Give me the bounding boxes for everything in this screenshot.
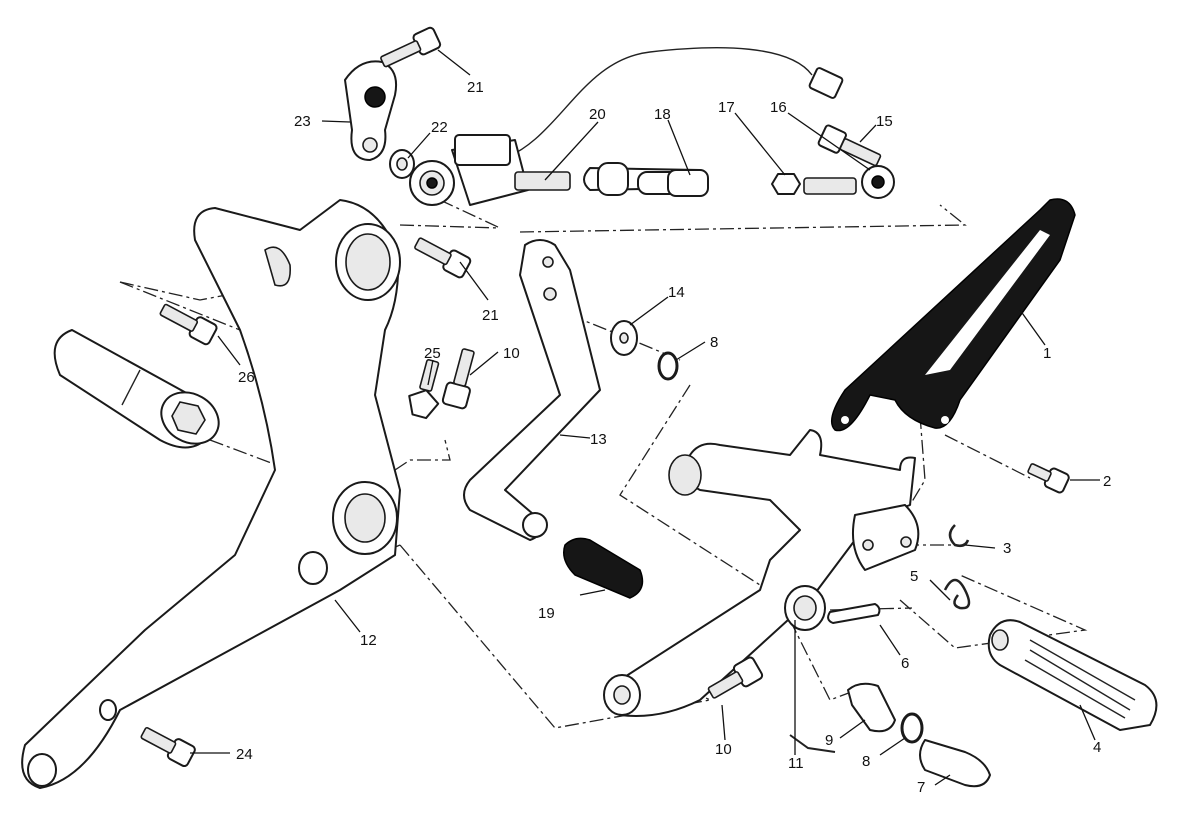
callout-16: 16 xyxy=(770,99,787,116)
lever-washer-clip xyxy=(610,320,679,381)
callout-23: 23 xyxy=(294,113,311,130)
footpeg-bracket-part xyxy=(603,429,920,717)
callout-7: 7 xyxy=(917,779,925,796)
callout-10-bottom: 10 xyxy=(715,741,732,758)
callout-13: 13 xyxy=(590,431,607,448)
footpeg-part xyxy=(987,619,1158,731)
callout-12: 12 xyxy=(360,632,377,649)
callout-17: 17 xyxy=(718,99,735,116)
callout-4: 4 xyxy=(1093,739,1101,756)
callout-labels: 1 2 3 4 5 6 7 8 8 9 10 10 11 12 13 14 15… xyxy=(236,79,1111,796)
callout-leaders xyxy=(190,49,1100,786)
shift-sensor-linkage xyxy=(344,26,895,206)
callout-26: 26 xyxy=(238,369,255,386)
callout-8-top: 8 xyxy=(710,334,718,351)
main-bracket-part xyxy=(21,199,401,789)
callout-24: 24 xyxy=(236,746,253,763)
callout-5: 5 xyxy=(910,568,918,585)
callout-6: 6 xyxy=(901,655,909,672)
callout-25: 25 xyxy=(424,345,441,362)
gear-pedal-rubber-part xyxy=(563,537,644,599)
callout-21-top: 21 xyxy=(467,79,484,96)
callout-20: 20 xyxy=(589,106,606,123)
callout-1: 1 xyxy=(1043,345,1051,362)
callout-14: 14 xyxy=(668,284,685,301)
callout-3: 3 xyxy=(1003,540,1011,557)
small-parts xyxy=(707,524,991,788)
cylinder-spacer-part xyxy=(53,329,220,449)
callout-2: 2 xyxy=(1103,473,1111,490)
callout-10-top: 10 xyxy=(503,345,520,362)
fasteners xyxy=(140,237,1070,768)
heel-guard-part xyxy=(830,198,1076,432)
callout-8-bottom: 8 xyxy=(862,753,870,770)
callout-15: 15 xyxy=(876,113,893,130)
callout-21-mid: 21 xyxy=(482,307,499,324)
gear-lever-part xyxy=(463,239,601,541)
callout-19: 19 xyxy=(538,605,555,622)
callout-11: 11 xyxy=(788,755,804,772)
callout-18: 18 xyxy=(654,106,671,123)
callout-22: 22 xyxy=(431,119,448,136)
callout-9: 9 xyxy=(825,732,833,749)
